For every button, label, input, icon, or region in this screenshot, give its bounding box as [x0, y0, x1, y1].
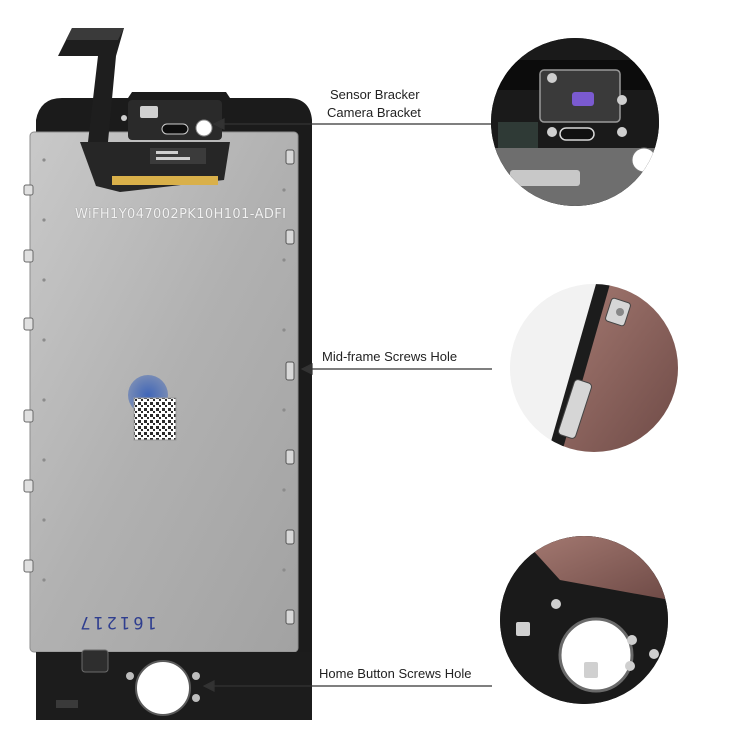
callout-lines	[202, 118, 492, 692]
panel-serial-number: WiFH1Y047002PK10H101-ADFI	[75, 207, 287, 222]
panel-date-code: 161217	[77, 612, 157, 632]
lcd-assembly	[23, 28, 312, 720]
callout-camera-bracket: Camera Bracket	[327, 105, 421, 120]
detail-sensor-bracket	[491, 38, 659, 206]
detail-home-button-screws	[500, 536, 668, 704]
callout-sensor-bracket: Sensor Bracker	[330, 87, 420, 102]
callout-midframe-screws: Mid-frame Screws Hole	[322, 349, 458, 364]
callout-home-button-screws: Home Button Screws Hole	[319, 666, 472, 681]
detail-midframe-screws	[510, 284, 678, 452]
